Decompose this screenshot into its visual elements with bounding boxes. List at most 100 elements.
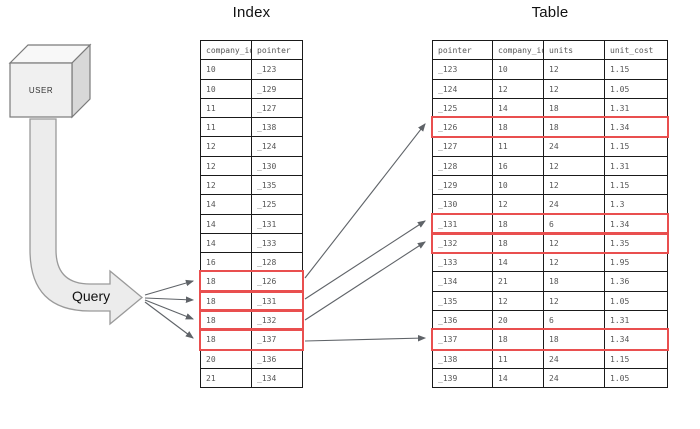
table-row: 10_123 <box>201 59 302 79</box>
table-cell: 10 <box>206 84 216 94</box>
table-cell: 10 <box>492 60 543 79</box>
query-arrow <box>29 118 144 326</box>
table-cell: _134 <box>438 277 458 287</box>
table-row: 18_126 <box>199 270 304 293</box>
table-cell: _129 <box>438 180 458 190</box>
table-cell: 14 <box>206 238 216 248</box>
table-cell: 1.15 <box>604 60 667 79</box>
table-cell: _124 <box>251 137 302 156</box>
table-cell: 12 <box>492 291 543 310</box>
table-row: 16_128 <box>201 252 302 272</box>
column-header: pointer <box>438 46 472 55</box>
table-cell: 6 <box>543 310 604 330</box>
pointer-arrow-131 <box>304 220 426 300</box>
table-cell: 10 <box>492 175 543 195</box>
table-cell: 18 <box>543 330 604 349</box>
table-cell: 18 <box>543 98 604 118</box>
table-cell: _135 <box>438 296 458 306</box>
table-cell: _127 <box>251 98 302 118</box>
table-cell: 12 <box>543 79 604 98</box>
table-cell: 24 <box>543 368 604 388</box>
query-arrow-to-132 <box>144 299 195 320</box>
table-row: 11_138 <box>201 117 302 137</box>
table-cell: 18 <box>206 315 216 325</box>
table-row: 14 _133 <box>201 232 302 253</box>
table-cell: 12 <box>543 60 604 79</box>
table-row: 14_131 <box>201 213 302 233</box>
table-cell: _131 <box>438 219 458 229</box>
table-cell: 1.31 <box>604 98 667 118</box>
table-cell: _128 <box>251 253 302 272</box>
column-header: company_id <box>206 46 251 55</box>
table-cell: _128 <box>438 161 458 171</box>
table-cell: 14 <box>492 253 543 272</box>
table-cell: 11 <box>206 103 216 113</box>
table-cell: 11 <box>206 123 216 133</box>
column-header: company_id <box>492 41 543 60</box>
user-cube: USER <box>8 43 92 119</box>
column-header: pointer <box>251 41 302 60</box>
table-cell: 18 <box>543 272 604 291</box>
table-cell: 21 <box>492 272 543 291</box>
table-cell: _131 <box>251 291 302 310</box>
table-row: 14 _125 <box>201 194 302 214</box>
table-row: 18_137 <box>199 328 304 351</box>
table-cell: 24 <box>543 349 604 368</box>
index-to-table-arrows <box>304 123 427 342</box>
table-cell: 14 <box>492 368 543 388</box>
table-cell: 18 <box>206 277 216 287</box>
pointer-arrow-126 <box>304 123 426 279</box>
column-header: unit_cost <box>604 41 667 60</box>
table-cell: _138 <box>438 354 458 364</box>
table-cell: 21 <box>206 373 216 383</box>
table-cell: _127 <box>438 142 458 152</box>
table-cell: 1.3 <box>604 195 667 214</box>
table-cell: 1.15 <box>604 349 667 368</box>
table-cell: 1.34 <box>604 118 667 137</box>
table-cell: 18 <box>492 330 543 349</box>
query-arrow-to-131 <box>144 296 195 303</box>
cube-front-face <box>9 62 73 118</box>
table-cell: 1.34 <box>604 330 667 349</box>
table-cell: _135 <box>251 175 302 195</box>
table-row: 10_129 <box>201 78 302 98</box>
table-cell: 14 <box>206 219 216 229</box>
table-cell: 11 <box>492 349 543 368</box>
table-cell: _132 <box>251 310 302 330</box>
table-cell: _125 <box>251 195 302 214</box>
table-cell: 12 <box>543 233 604 253</box>
table-cell: 1.05 <box>604 79 667 98</box>
table-cell: _124 <box>438 84 458 94</box>
table-row: 12_130 <box>201 155 302 175</box>
table-cell: _130 <box>251 156 302 175</box>
table-cell: 20 <box>206 354 216 364</box>
table-cell: 1.05 <box>604 291 667 310</box>
table-cell: _123 <box>438 65 458 75</box>
table-cell: _123 <box>251 60 302 79</box>
table-cell: 18 <box>206 335 216 345</box>
table-cell: _133 <box>438 258 458 268</box>
table-cell: _133 <box>251 233 302 253</box>
table-cell: _136 <box>251 349 302 368</box>
user-label: USER <box>29 86 53 95</box>
table-row: 18_131 <box>199 289 304 313</box>
table-cell: 14 <box>206 200 216 210</box>
